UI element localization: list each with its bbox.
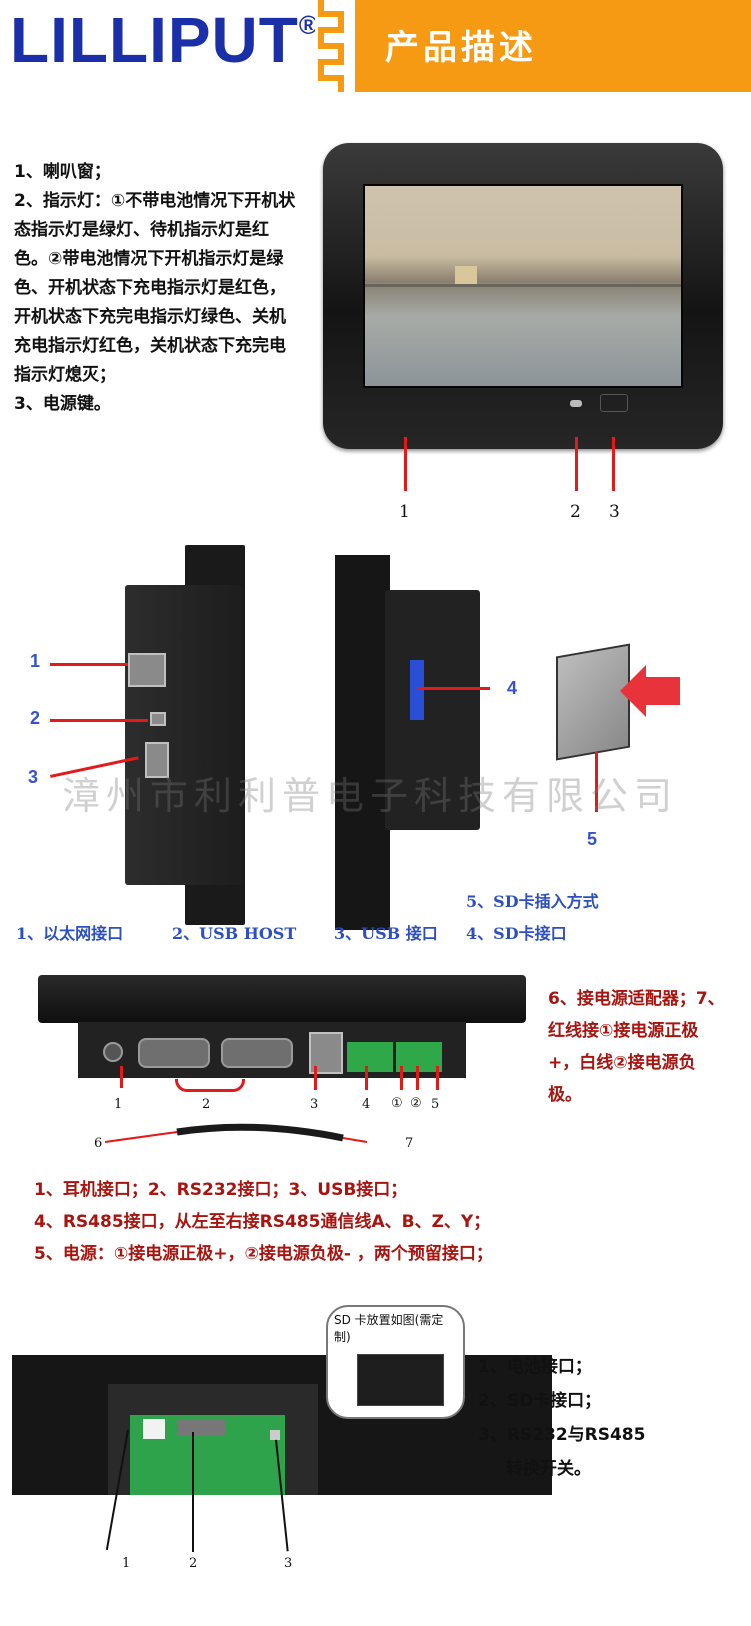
bottom-bracket-2 — [175, 1079, 245, 1092]
interior-item-3: 3、RS232与RS485 — [478, 1425, 646, 1445]
interior-item-3b: 转换开关。 — [506, 1459, 591, 1479]
mini-usb-port — [150, 712, 166, 726]
rs485-terminal — [347, 1042, 393, 1072]
page-title: 产品描述 — [385, 28, 537, 68]
bottom-number-2: 2 — [202, 1097, 211, 1112]
side-callout-line-4 — [418, 687, 490, 690]
insert-arrow-icon — [620, 665, 680, 717]
side-callout-line-5 — [595, 752, 598, 812]
callout-number-2: 2 — [570, 502, 581, 522]
bottom-line-4 — [365, 1066, 368, 1090]
side-callout-line-1 — [50, 663, 128, 666]
usb-port — [145, 742, 169, 778]
callout-line-3 — [612, 437, 615, 491]
inner-number-1: 1 — [122, 1556, 131, 1571]
brand-name: LILLIPUT — [10, 4, 299, 76]
power-cable-image — [105, 1123, 368, 1143]
interior-item-2: 2、SD卡接口； — [478, 1391, 602, 1411]
sd-placement-text: SD 卡放置如图(需定制) — [334, 1313, 444, 1344]
power-button — [600, 394, 628, 412]
side-number-2: 2 — [30, 708, 41, 728]
bottom-number-6: 6 — [94, 1136, 103, 1151]
battery-connector — [143, 1419, 165, 1439]
side-callout-line-2 — [50, 719, 148, 722]
brand-logo: LILLIPUT® — [10, 8, 319, 72]
bottom-line-a — [400, 1066, 403, 1090]
caption-ethernet: 1、以太网接口 — [16, 924, 124, 943]
right-side-bezel-image — [335, 555, 390, 930]
company-watermark: 漳州市利利普电子科技有限公司 — [62, 774, 679, 818]
sd-placement-image — [357, 1354, 444, 1406]
port-description-list: 1、耳机接口；2、RS232接口；3、USB接口； 4、RS485接口，从左至右… — [34, 1174, 493, 1270]
rs232-port-2 — [221, 1038, 293, 1068]
monitor-screen-photo — [363, 184, 683, 388]
caption-sd: 4、SD卡接口 — [466, 924, 567, 943]
port-desc-line-3: 5、电源：①接电源正极+，②接电源负极- ，两个预留接口； — [34, 1244, 493, 1264]
ethernet-port — [128, 653, 166, 687]
right-side-body-image — [385, 590, 480, 830]
registered-mark: ® — [298, 10, 320, 40]
header-band — [330, 0, 751, 92]
bottom-number-circle-1: ① — [391, 1096, 403, 1111]
sd-insert-caption: 5、SD卡插入方式 — [466, 892, 599, 911]
side-number-3: 3 — [28, 767, 39, 787]
inner-number-3: 3 — [284, 1556, 293, 1571]
sd-slot-marker — [410, 660, 424, 720]
power-led — [570, 400, 582, 407]
callout-line-2 — [575, 437, 578, 491]
bottom-line-b — [416, 1066, 419, 1090]
side-number-4: 4 — [507, 678, 518, 698]
feature-speaker: 1、喇叭窗； — [14, 162, 111, 182]
interior-item-list: 1、电池接口； 2、SD卡接口； 3、RS232与RS485 转换开关。 — [478, 1350, 645, 1486]
callout-line-1 — [404, 437, 407, 491]
sd-insert-image — [556, 643, 630, 761]
inner-callout-line-2 — [192, 1432, 194, 1552]
side-number-5: 5 — [587, 829, 598, 849]
bottom-number-1: 1 — [114, 1097, 123, 1112]
headphone-jack — [103, 1042, 123, 1062]
power-terminal — [396, 1042, 442, 1072]
callout-number-3: 3 — [609, 502, 620, 522]
left-side-body-image — [125, 585, 243, 885]
bottom-line-5 — [436, 1066, 439, 1090]
front-feature-list: 1、喇叭窗； 2、指示灯：①不带电池情况下开机状态指示灯是绿灯、待机指示灯是红色… — [14, 158, 299, 419]
bottom-number-3: 3 — [310, 1097, 319, 1112]
caption-usb: 3、USB 接口 — [334, 924, 438, 943]
bottom-line-3 — [314, 1066, 317, 1090]
bottom-number-4: 4 — [362, 1097, 371, 1112]
sd-card-slot — [178, 1420, 226, 1436]
bottom-bezel-image — [38, 975, 526, 1023]
callout-number-1: 1 — [399, 502, 410, 522]
bottom-number-circle-2: ② — [410, 1096, 422, 1111]
bottom-line-1 — [120, 1066, 123, 1088]
power-adapter-note: 6、接电源适配器；7、红线接①接电源正极+，白线②接电源负极。 — [548, 989, 725, 1105]
feature-indicator: 2、指示灯：①不带电池情况下开机状态指示灯是绿灯、待机指示灯是红色。②带电池情况… — [14, 191, 296, 385]
bottom-number-7: 7 — [405, 1136, 414, 1151]
bottom-number-5: 5 — [431, 1097, 440, 1112]
interior-item-1: 1、电池接口； — [478, 1357, 592, 1377]
rs232-port-1 — [138, 1038, 210, 1068]
rs-switch — [270, 1430, 280, 1440]
feature-power-key: 3、电源键。 — [14, 394, 111, 414]
inner-number-2: 2 — [189, 1556, 198, 1571]
caption-usb-host: 2、USB HOST — [172, 924, 297, 943]
header-ornament — [315, 0, 355, 92]
side-number-1: 1 — [30, 651, 41, 671]
port-desc-line-1: 1、耳机接口；2、RS232接口；3、USB接口； — [34, 1180, 408, 1200]
port-desc-line-2: 4、RS485接口，从左至右接RS485通信线A、B、Z、Y； — [34, 1212, 491, 1232]
